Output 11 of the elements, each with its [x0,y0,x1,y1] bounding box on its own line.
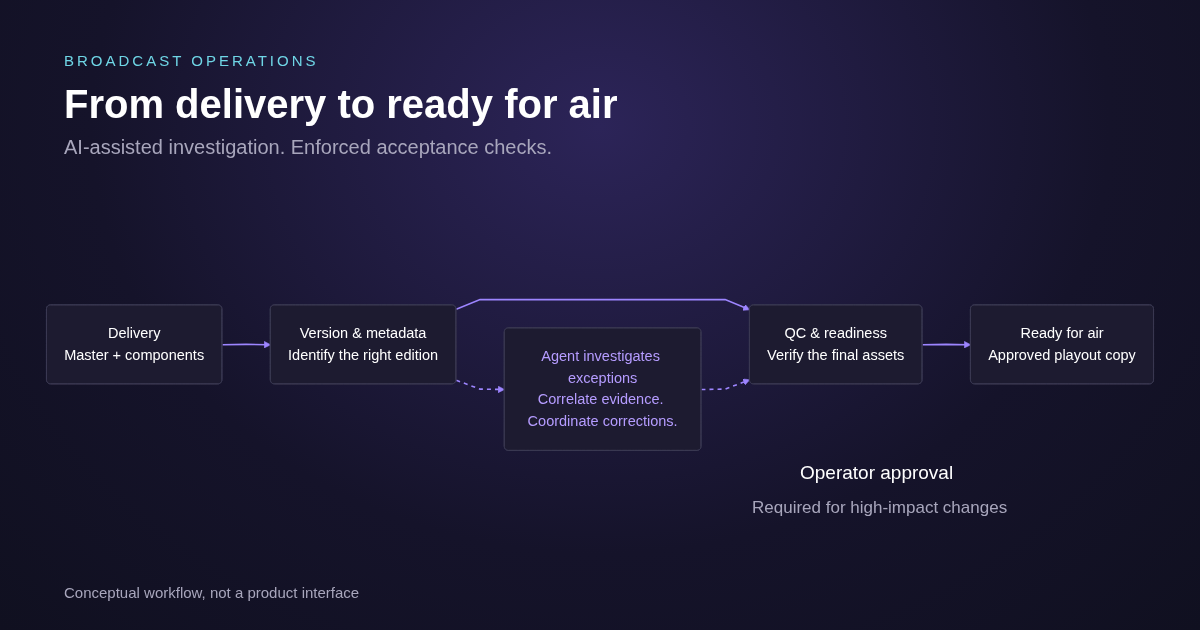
arrow [455,379,505,393]
subtitle: AI-assisted investigation. Enforced acceptance checks. [64,136,553,159]
arrow [700,378,751,391]
annotation-heading: Operator approval [800,462,954,484]
arrow [921,341,972,349]
arrow [455,298,751,311]
annotation-text: Required for high-impact changes [752,498,1008,518]
title: From delivery to ready for air [64,82,618,127]
caption: Conceptual workflow, not a product interface [64,584,360,601]
eyebrow-text: BROADCAST OPERATIONS [64,52,319,69]
arrow [221,341,271,349]
